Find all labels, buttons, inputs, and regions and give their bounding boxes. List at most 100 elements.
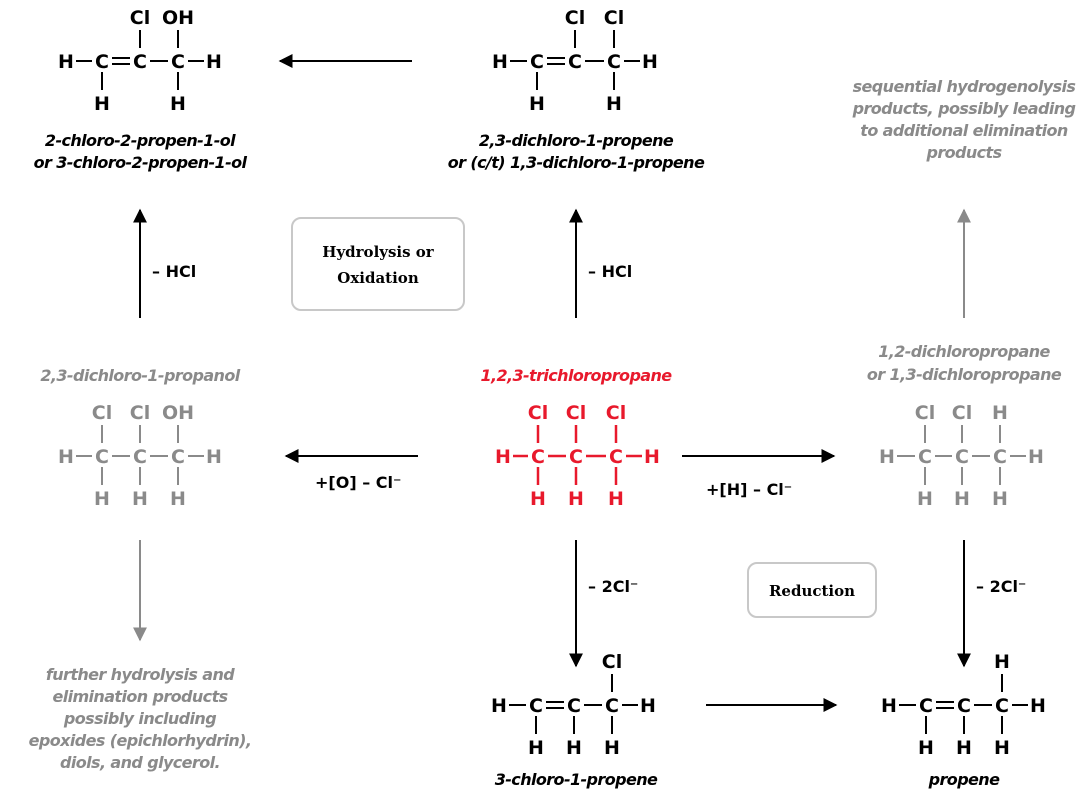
- caption-dichloropropene-2: or (c/t) 1,3-dichloro-1-propene: [448, 153, 705, 172]
- atom-h: H: [58, 51, 74, 73]
- atom-c: C: [531, 446, 545, 468]
- atom-h: H: [206, 446, 222, 468]
- caption-sequential-1: sequential hydrogenolysis: [853, 77, 1076, 96]
- atom-h: H: [529, 93, 545, 115]
- reagent-minus-hcl-center: – HCl: [588, 262, 632, 281]
- atom-h: H: [206, 51, 222, 73]
- molecule-chloropropene: H C C C H Cl H H H: [491, 651, 656, 759]
- atom-c: C: [133, 51, 147, 73]
- reaction-arrows: [133, 54, 971, 712]
- atom-cl: Cl: [92, 402, 112, 424]
- atom-c: C: [171, 51, 185, 73]
- atom-c: C: [567, 695, 581, 717]
- atom-h: H: [170, 488, 186, 510]
- atom-c: C: [133, 446, 147, 468]
- atom-c: C: [995, 695, 1009, 717]
- atom-h: H: [994, 737, 1010, 759]
- atom-h: H: [132, 488, 148, 510]
- reagent-minus-hcl-left: – HCl: [152, 262, 196, 281]
- box-hydrolysis-line2: Oxidation: [337, 269, 419, 287]
- box-hydrolysis-oxidation: Hydrolysis or Oxidation: [291, 217, 465, 311]
- atom-cl: Cl: [606, 402, 626, 424]
- atom-h: H: [94, 488, 110, 510]
- caption-dichloropropanol: 2,3-dichloro-1-propanol: [40, 366, 240, 385]
- atom-h: H: [644, 446, 660, 468]
- atom-h: H: [170, 93, 186, 115]
- caption-propene: propene: [928, 770, 1000, 789]
- atom-cl: Cl: [915, 402, 935, 424]
- molecule-dichloropropanol: H C C C H Cl Cl OH H H H: [58, 402, 222, 510]
- caption-chloropropenol-2: or 3-chloro-2-propen-1-ol: [34, 153, 248, 172]
- caption-dichloropropane-1: 1,2-dichloropropane: [878, 342, 1050, 361]
- molecule-chloropropenol: H C C C H Cl OH H H: [58, 7, 222, 115]
- atom-h: H: [94, 93, 110, 115]
- atom-c: C: [955, 446, 969, 468]
- atom-cl: Cl: [566, 402, 586, 424]
- atom-c: C: [919, 695, 933, 717]
- caption-sequential-3: to additional elimination: [860, 121, 1068, 140]
- atom-h: H: [1028, 446, 1044, 468]
- atom-h: H: [606, 93, 622, 115]
- caption-further-4: epoxides (epichlorhydrin),: [29, 731, 252, 750]
- atom-h: H: [1030, 695, 1046, 717]
- atom-c: C: [609, 446, 623, 468]
- atom-c: C: [569, 446, 583, 468]
- caption-sequential-4: products: [925, 143, 1001, 162]
- atom-cl: Cl: [528, 402, 548, 424]
- atom-c: C: [171, 446, 185, 468]
- atom-h: H: [640, 695, 656, 717]
- caption-chloropropene: 3-chloro-1-propene: [495, 770, 658, 789]
- atom-h: H: [491, 695, 507, 717]
- molecule-trichloropropane: H C C C H Cl Cl Cl H H H: [495, 402, 660, 510]
- atom-cl: Cl: [952, 402, 972, 424]
- reagent-minus-2cl-right: – 2Cl⁻: [976, 577, 1026, 596]
- atom-oh: OH: [162, 7, 194, 29]
- atom-h: H: [528, 737, 544, 759]
- atom-h: H: [956, 737, 972, 759]
- caption-dichloropropane-2: or 1,3-dichloropropane: [867, 365, 1062, 384]
- atom-h: H: [604, 737, 620, 759]
- caption-chloropropenol-1: 2-chloro-2-propen-1-ol: [45, 131, 236, 150]
- atom-h: H: [568, 488, 584, 510]
- atom-h: H: [566, 737, 582, 759]
- atom-cl: Cl: [602, 651, 622, 673]
- caption-further-5: diols, and glycerol.: [60, 753, 220, 772]
- atom-h: H: [994, 651, 1010, 673]
- atom-h: H: [954, 488, 970, 510]
- atom-cl: Cl: [604, 7, 624, 29]
- atom-c: C: [918, 446, 932, 468]
- atom-c: C: [530, 51, 544, 73]
- caption-trichloropropane: 1,2,3-trichloropropane: [480, 366, 672, 385]
- caption-further-2: elimination products: [52, 687, 227, 706]
- atom-c: C: [605, 695, 619, 717]
- caption-dichloropropene-1: 2,3-dichloro-1-propene: [479, 131, 674, 150]
- atom-h: H: [917, 488, 933, 510]
- atom-c: C: [529, 695, 543, 717]
- reagent-minus-2cl-center: – 2Cl⁻: [588, 577, 638, 596]
- atom-h: H: [608, 488, 624, 510]
- atom-cl: Cl: [130, 402, 150, 424]
- atom-oh: OH: [162, 402, 194, 424]
- box-hydrolysis-line1: Hydrolysis or: [322, 243, 435, 261]
- atom-h: H: [918, 737, 934, 759]
- atom-h: H: [492, 51, 508, 73]
- atom-c: C: [95, 51, 109, 73]
- molecule-propene: H C C C H H H H H: [881, 651, 1046, 759]
- box-reduction-label: Reduction: [769, 582, 855, 600]
- atom-cl: Cl: [565, 7, 585, 29]
- atom-h: H: [881, 695, 897, 717]
- atom-h: H: [495, 446, 511, 468]
- atom-c: C: [957, 695, 971, 717]
- atom-h: H: [879, 446, 895, 468]
- box-reduction: Reduction: [747, 562, 877, 618]
- molecule-dichloropropene: H C C C H Cl Cl H H: [492, 7, 658, 115]
- caption-further-3: possibly including: [63, 709, 216, 728]
- atom-h: H: [58, 446, 74, 468]
- atom-h: H: [992, 402, 1008, 424]
- atom-h: H: [530, 488, 546, 510]
- caption-sequential-2: products, possibly leading: [852, 99, 1076, 118]
- atom-h: H: [992, 488, 1008, 510]
- atom-cl: Cl: [130, 7, 150, 29]
- caption-further-1: further hydrolysis and: [46, 665, 235, 684]
